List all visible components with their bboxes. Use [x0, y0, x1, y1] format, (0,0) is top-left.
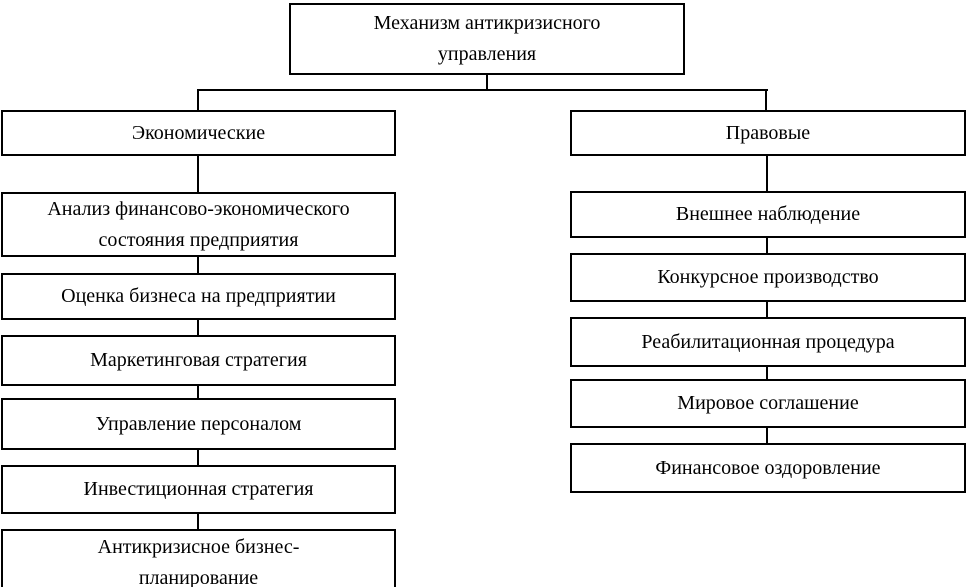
- node-anticrisis-business-planning-label: Антикризисное бизнес-планирование: [97, 536, 300, 587]
- branch-header-economic: Экономические: [1, 110, 396, 156]
- connector-legal-4: [766, 367, 768, 379]
- connector-economic-3: [197, 320, 199, 335]
- branch-header-legal: Правовые: [570, 110, 966, 156]
- node-financial-recovery: Финансовое оздоровление: [570, 443, 966, 493]
- node-settlement-agreement-label: Мировое соглашение: [677, 392, 859, 414]
- branch-header-legal-label: Правовые: [725, 121, 811, 144]
- root-node: Механизм антикризисного управления: [289, 3, 685, 75]
- connector-legal-1: [766, 156, 768, 191]
- node-rehabilitation-procedure-label: Реабилитационная процедура: [641, 330, 895, 353]
- connector-legal-3: [766, 302, 768, 317]
- node-financial-analysis: Анализ финансово-экономического состояни…: [1, 192, 396, 257]
- node-external-supervision-label: Внешнее наблюдение: [675, 203, 861, 225]
- node-personnel-management: Управление персоналом: [1, 398, 396, 450]
- node-financial-recovery-label: Финансовое оздоровление: [655, 456, 881, 479]
- connector-economic-1: [197, 156, 199, 192]
- node-business-valuation: Оценка бизнеса на предприятии: [1, 273, 396, 320]
- connector-root-stub: [486, 75, 488, 90]
- node-marketing-strategy: Маркетинговая стратегия: [1, 335, 396, 386]
- node-external-supervision: Внешнее наблюдение: [570, 191, 966, 238]
- connector-right-branch-stub: [765, 89, 767, 110]
- connector-economic-2: [197, 257, 199, 273]
- connector-left-branch-stub: [197, 89, 199, 110]
- node-anticrisis-business-planning: Антикризисное бизнес-планирование: [1, 529, 396, 587]
- connector-economic-4: [197, 386, 199, 398]
- connector-legal-5: [766, 428, 768, 443]
- root-node-label: Механизм антикризисного управления: [373, 12, 601, 65]
- node-investment-strategy: Инвестиционная стратегия: [1, 465, 396, 514]
- node-settlement-agreement: Мировое соглашение: [570, 379, 966, 428]
- node-investment-strategy-label: Инвестиционная стратегия: [83, 478, 314, 500]
- node-bankruptcy-proceedings-label: Конкурсное производство: [657, 266, 879, 288]
- node-marketing-strategy-label: Маркетинговая стратегия: [90, 349, 307, 371]
- node-financial-analysis-label: Анализ финансово-экономического состояни…: [47, 197, 350, 251]
- node-rehabilitation-procedure: Реабилитационная процедура: [570, 317, 966, 367]
- connector-economic-6: [197, 514, 199, 529]
- node-bankruptcy-proceedings: Конкурсное производство: [570, 253, 966, 302]
- connector-economic-5: [197, 450, 199, 465]
- branch-header-economic-label: Экономические: [131, 121, 266, 144]
- node-business-valuation-label: Оценка бизнеса на предприятии: [61, 285, 336, 307]
- connector-branch-rail: [197, 89, 768, 91]
- connector-legal-2: [766, 238, 768, 253]
- node-personnel-management-label: Управление персоналом: [95, 412, 302, 435]
